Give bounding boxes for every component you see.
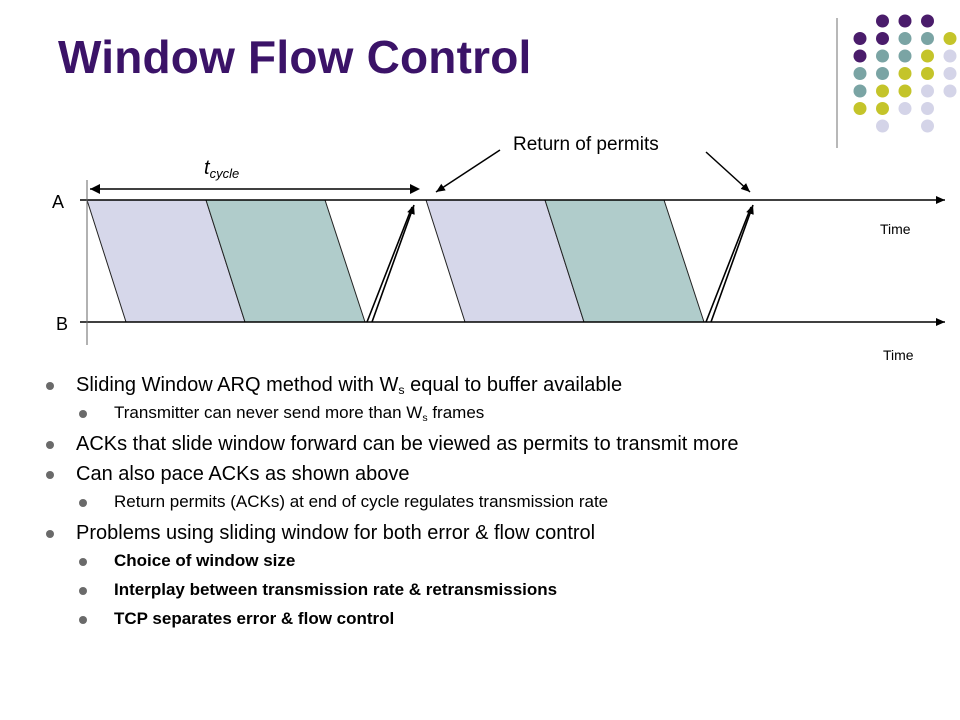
decor-dot	[943, 67, 957, 80]
bullet-list: Sliding Window ARQ method with Ws equal …	[44, 372, 944, 637]
bullet-item: Problems using sliding window for both e…	[44, 520, 944, 550]
sub-bullet-item: Transmitter can never send more than Ws …	[44, 402, 944, 431]
permit-return-line	[371, 204, 415, 323]
decor-dot	[853, 67, 867, 80]
decor-dot	[876, 119, 889, 133]
permits-callout-line	[705, 151, 751, 193]
cycle-arrow-right-head	[410, 184, 420, 194]
permit-return-line	[366, 206, 413, 323]
bullet-subscript: s	[398, 383, 405, 397]
decor-dot	[943, 32, 957, 45]
sub-bullet-item: Choice of window size	[44, 550, 944, 579]
cycle-label-main: t	[204, 157, 211, 179]
bullet-text: frames	[427, 403, 485, 422]
bullet-subscript: s	[422, 412, 428, 424]
decor-dot	[921, 32, 934, 45]
bullet-item: Sliding Window ARQ method with Ws equal …	[44, 372, 944, 402]
time-label-b: Time	[883, 347, 914, 363]
decor-dot	[876, 67, 889, 80]
decor-dot	[921, 49, 934, 63]
decor-dot	[898, 102, 912, 115]
decor-dot	[921, 119, 934, 133]
sub-bullet-item: TCP separates error & flow control	[44, 608, 944, 637]
decor-dot	[876, 102, 889, 115]
cycle-label-sub: cycle	[210, 166, 240, 181]
decor-dot	[921, 102, 934, 115]
decor-dot	[876, 32, 889, 45]
cycle-arrow-left-head	[90, 184, 100, 194]
bullet-item: Can also pace ACKs as shown above	[44, 461, 944, 491]
sub-bullet-item: Return permits (ACKs) at end of cycle re…	[44, 491, 944, 520]
decorative-dot-pattern	[836, 14, 957, 148]
time-label-a: Time	[880, 221, 911, 237]
decor-dot	[921, 14, 934, 28]
decor-dot	[898, 49, 912, 63]
permit-return-line	[710, 204, 754, 323]
decor-dot	[898, 14, 912, 28]
decor-dot	[853, 32, 867, 45]
permit-return-line	[705, 206, 752, 323]
decor-dot	[921, 84, 934, 98]
bullet-item: ACKs that slide window forward can be vi…	[44, 431, 944, 461]
bullet-text: equal to buffer available	[404, 374, 623, 396]
label-a: A	[52, 192, 64, 212]
decor-dot	[876, 84, 889, 98]
decor-dot	[943, 84, 957, 98]
decor-dot	[853, 49, 867, 63]
decor-dot	[853, 84, 867, 98]
bullet-text: Transmitter can never send more than W	[114, 403, 423, 422]
decor-dot	[853, 102, 867, 115]
decor-dot	[876, 49, 889, 63]
label-b: B	[56, 314, 68, 334]
window-flow-diagram: A B Time Time Return of permits tcycle	[52, 134, 945, 363]
decor-dot	[921, 67, 934, 80]
permits-callout-line	[435, 149, 501, 193]
slide-title: Window Flow Control	[58, 31, 532, 83]
decor-dot	[876, 14, 889, 28]
decor-dot	[898, 32, 912, 45]
permits-label: Return of permits	[513, 134, 659, 155]
decor-dot	[898, 84, 912, 98]
cycle-label: tcycle	[204, 157, 239, 181]
decor-dot	[898, 67, 912, 80]
decor-dot	[943, 49, 957, 63]
bullet-text: Sliding Window ARQ method with W	[76, 374, 399, 396]
sub-bullet-item: Interplay between transmission rate & re…	[44, 579, 944, 608]
